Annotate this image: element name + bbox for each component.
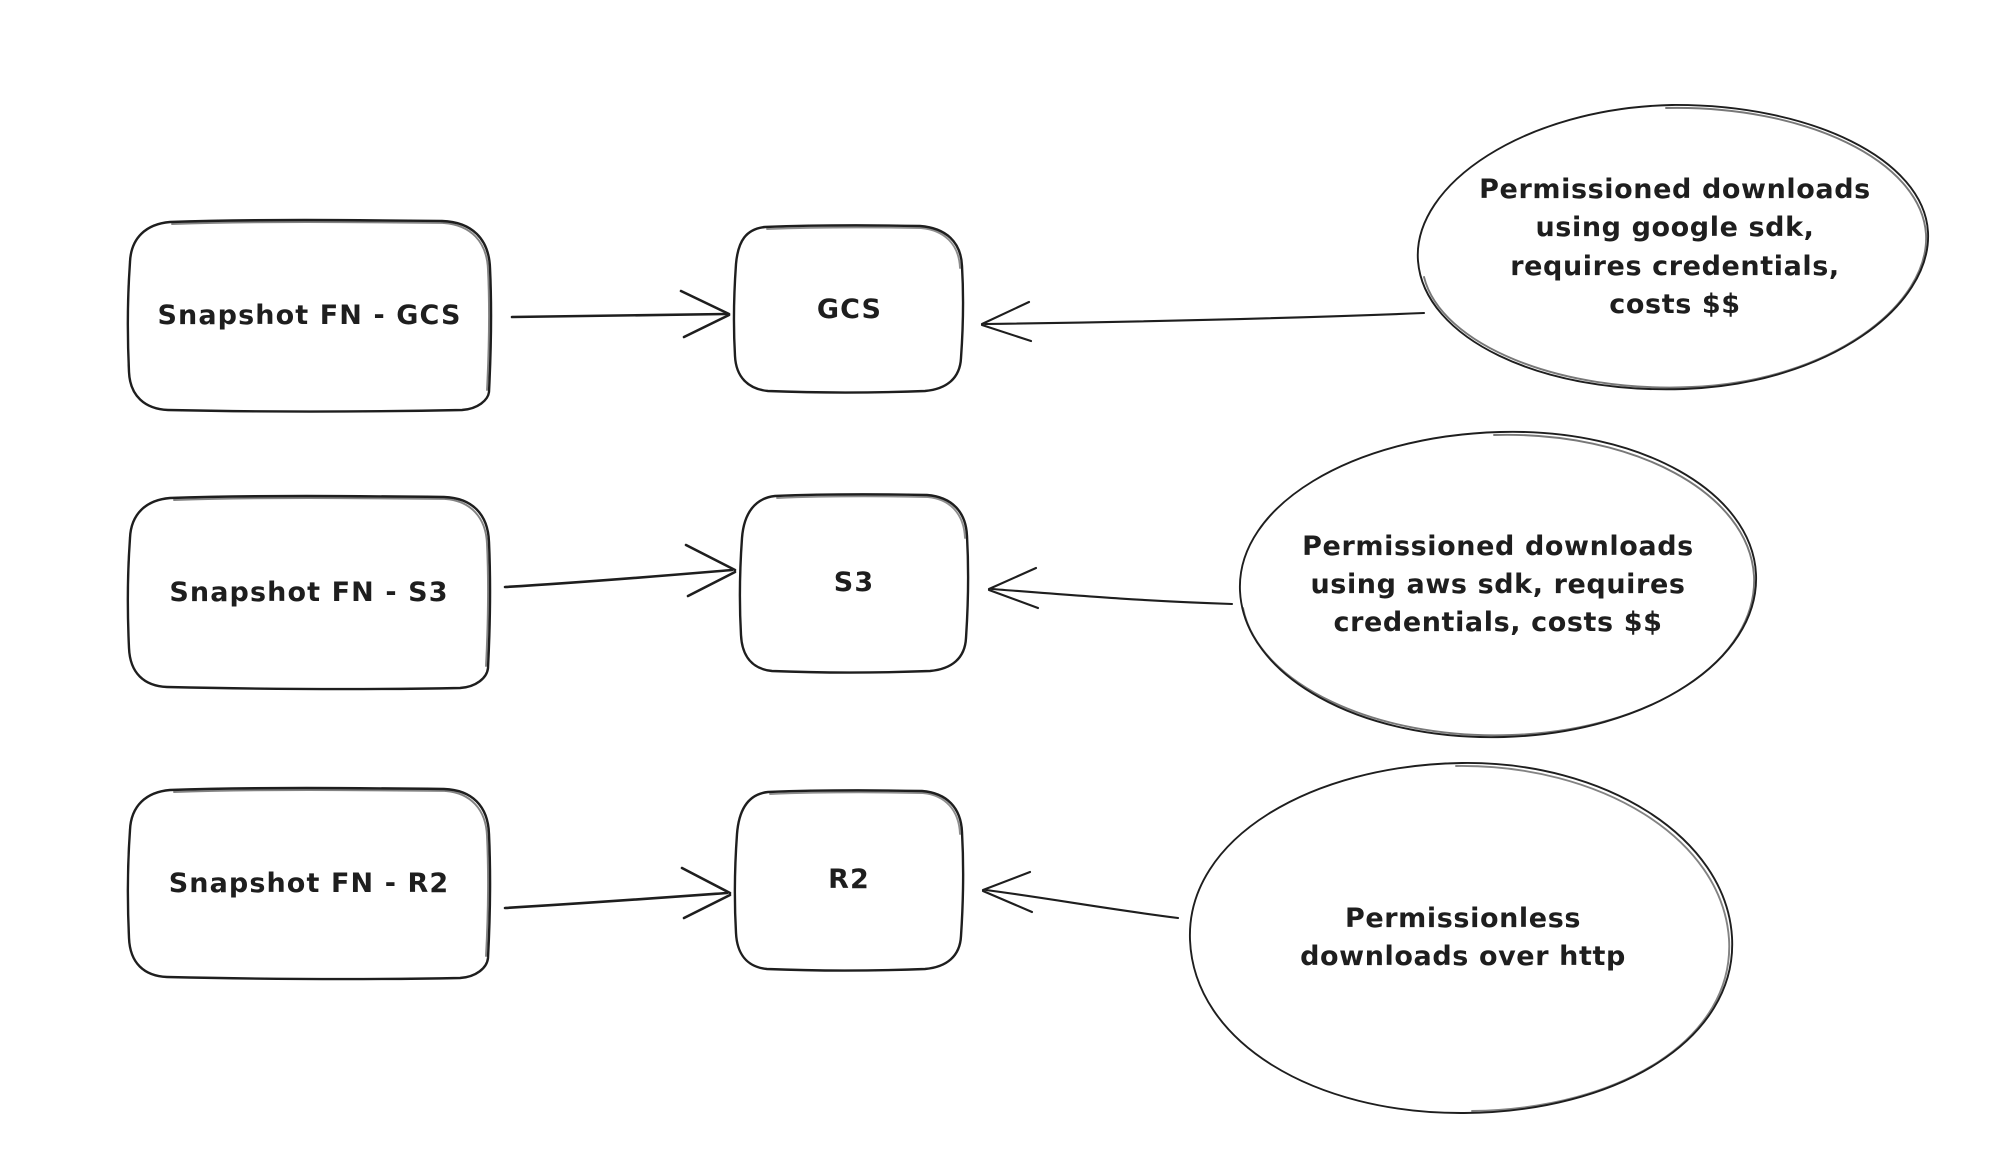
node-snapshot-fn-s3-label: Snapshot FN - S3 <box>169 577 449 609</box>
node-snapshot-fn-gcs[interactable]: Snapshot FN - GCS <box>129 222 490 410</box>
node-snapshot-fn-gcs-label: Snapshot FN - GCS <box>157 300 462 332</box>
node-snapshot-fn-s3[interactable]: Snapshot FN - S3 <box>129 497 489 689</box>
node-snapshot-fn-gcs-shape[interactable] <box>126 218 493 413</box>
node-s3-shape[interactable] <box>738 493 970 674</box>
arrow-note-s3-to-s3 <box>987 566 1234 610</box>
node-s3[interactable]: S3 <box>740 494 968 672</box>
node-s3-label: S3 <box>833 567 875 599</box>
arrow-snapshot-fn-gcs-to-gcs <box>510 289 731 339</box>
arrow-snapshot-fn-r2-to-r2 <box>503 866 732 920</box>
note-gcs-label: Permissioned downloads using google sdk,… <box>1479 173 1871 320</box>
node-r2[interactable]: R2 <box>735 790 963 970</box>
note-r2[interactable]: Permissionless downloads over http <box>1190 763 1736 1113</box>
arrow-note-gcs-to-gcs <box>980 300 1426 343</box>
node-snapshot-fn-r2-label: Snapshot FN - R2 <box>168 868 450 900</box>
note-gcs-ellipse-shape[interactable] <box>1417 104 1929 391</box>
node-gcs[interactable]: GCS <box>735 227 964 392</box>
node-r2-label: R2 <box>828 864 870 896</box>
note-s3-ellipse-shape[interactable] <box>1239 430 1757 739</box>
node-snapshot-fn-r2[interactable]: Snapshot FN - R2 <box>129 789 489 979</box>
node-gcs-shape[interactable] <box>732 224 965 394</box>
note-s3[interactable]: Permissioned downloads using aws sdk, re… <box>1240 432 1756 738</box>
node-r2-shape[interactable] <box>733 789 965 972</box>
note-r2-ellipse-shape[interactable] <box>1189 762 1733 1114</box>
node-gcs-label: GCS <box>816 293 883 325</box>
arrow-note-r2-to-r2 <box>981 870 1180 920</box>
node-snapshot-fn-r2-shape[interactable] <box>126 786 492 981</box>
note-r2-label: Permissionless downloads over http <box>1300 902 1626 972</box>
note-s3-label: Permissioned downloads using aws sdk, re… <box>1302 530 1694 639</box>
arrow-snapshot-fn-s3-to-s3 <box>503 543 737 598</box>
note-gcs[interactable]: Permissioned downloads using google sdk,… <box>1418 105 1932 390</box>
node-snapshot-fn-s3-shape[interactable] <box>126 494 492 691</box>
